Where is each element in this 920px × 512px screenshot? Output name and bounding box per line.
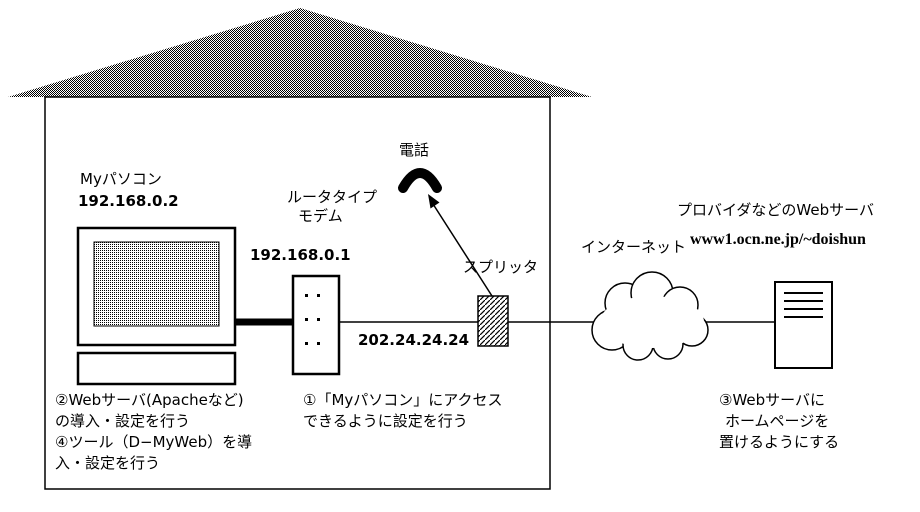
note-homepage-hosting: ③Webサーバに ホームページを 置けるようにする (719, 390, 839, 453)
note-line: 入・設定を行う (55, 454, 161, 472)
house-body (44, 96, 551, 490)
splitter-phone-arrow (428, 194, 493, 297)
router-label-line1: ルータタイプ (287, 188, 378, 206)
web-server-icon (774, 281, 833, 369)
router-lan-ip-label: 192.168.0.1 (250, 246, 351, 264)
provider-url-label: www1.ocn.ne.jp/~doishun (690, 231, 866, 248)
splitter-icon (477, 295, 509, 347)
splitter-label: スプリッタ (463, 258, 539, 276)
router-label-line2: モデム (298, 207, 343, 225)
note-web-server-tools: ②Webサーバ(Apacheなど) の導入・設定を行う ④ツール（D−MyWeb… (55, 390, 252, 474)
my-pc-label: Myパソコン (80, 170, 162, 188)
note-line: ④ツール（D−MyWeb）を導 (55, 433, 253, 451)
my-pc-ip-label: 192.168.0.2 (78, 192, 179, 210)
provider-label: プロバイダなどのWebサーバ (677, 201, 874, 219)
note-line: できるように設定を行う (303, 412, 468, 430)
note-line: ホームページを (725, 412, 830, 430)
note-line: ①「Myパソコン」にアクセス (303, 391, 503, 409)
keyboard-icon (76, 351, 237, 386)
house-roof (8, 8, 592, 97)
desktop-pc-icon (76, 226, 237, 386)
note-line: の導入・設定を行う (55, 412, 191, 430)
internet-label: インターネット (581, 238, 687, 256)
phone-label: 電話 (399, 141, 430, 159)
note-line: ③Webサーバに (719, 391, 826, 409)
router-modem-icon (291, 274, 341, 376)
internet-cloud-icon (591, 271, 709, 361)
router-wan-ip-label: 202.24.24.24 (358, 331, 470, 349)
note-modem-access: ①「Myパソコン」にアクセス できるように設定を行う (303, 390, 503, 432)
note-line: ②Webサーバ(Apacheなど) (55, 391, 244, 409)
phone-icon (398, 168, 442, 193)
note-line: 置けるようにする (719, 433, 840, 451)
